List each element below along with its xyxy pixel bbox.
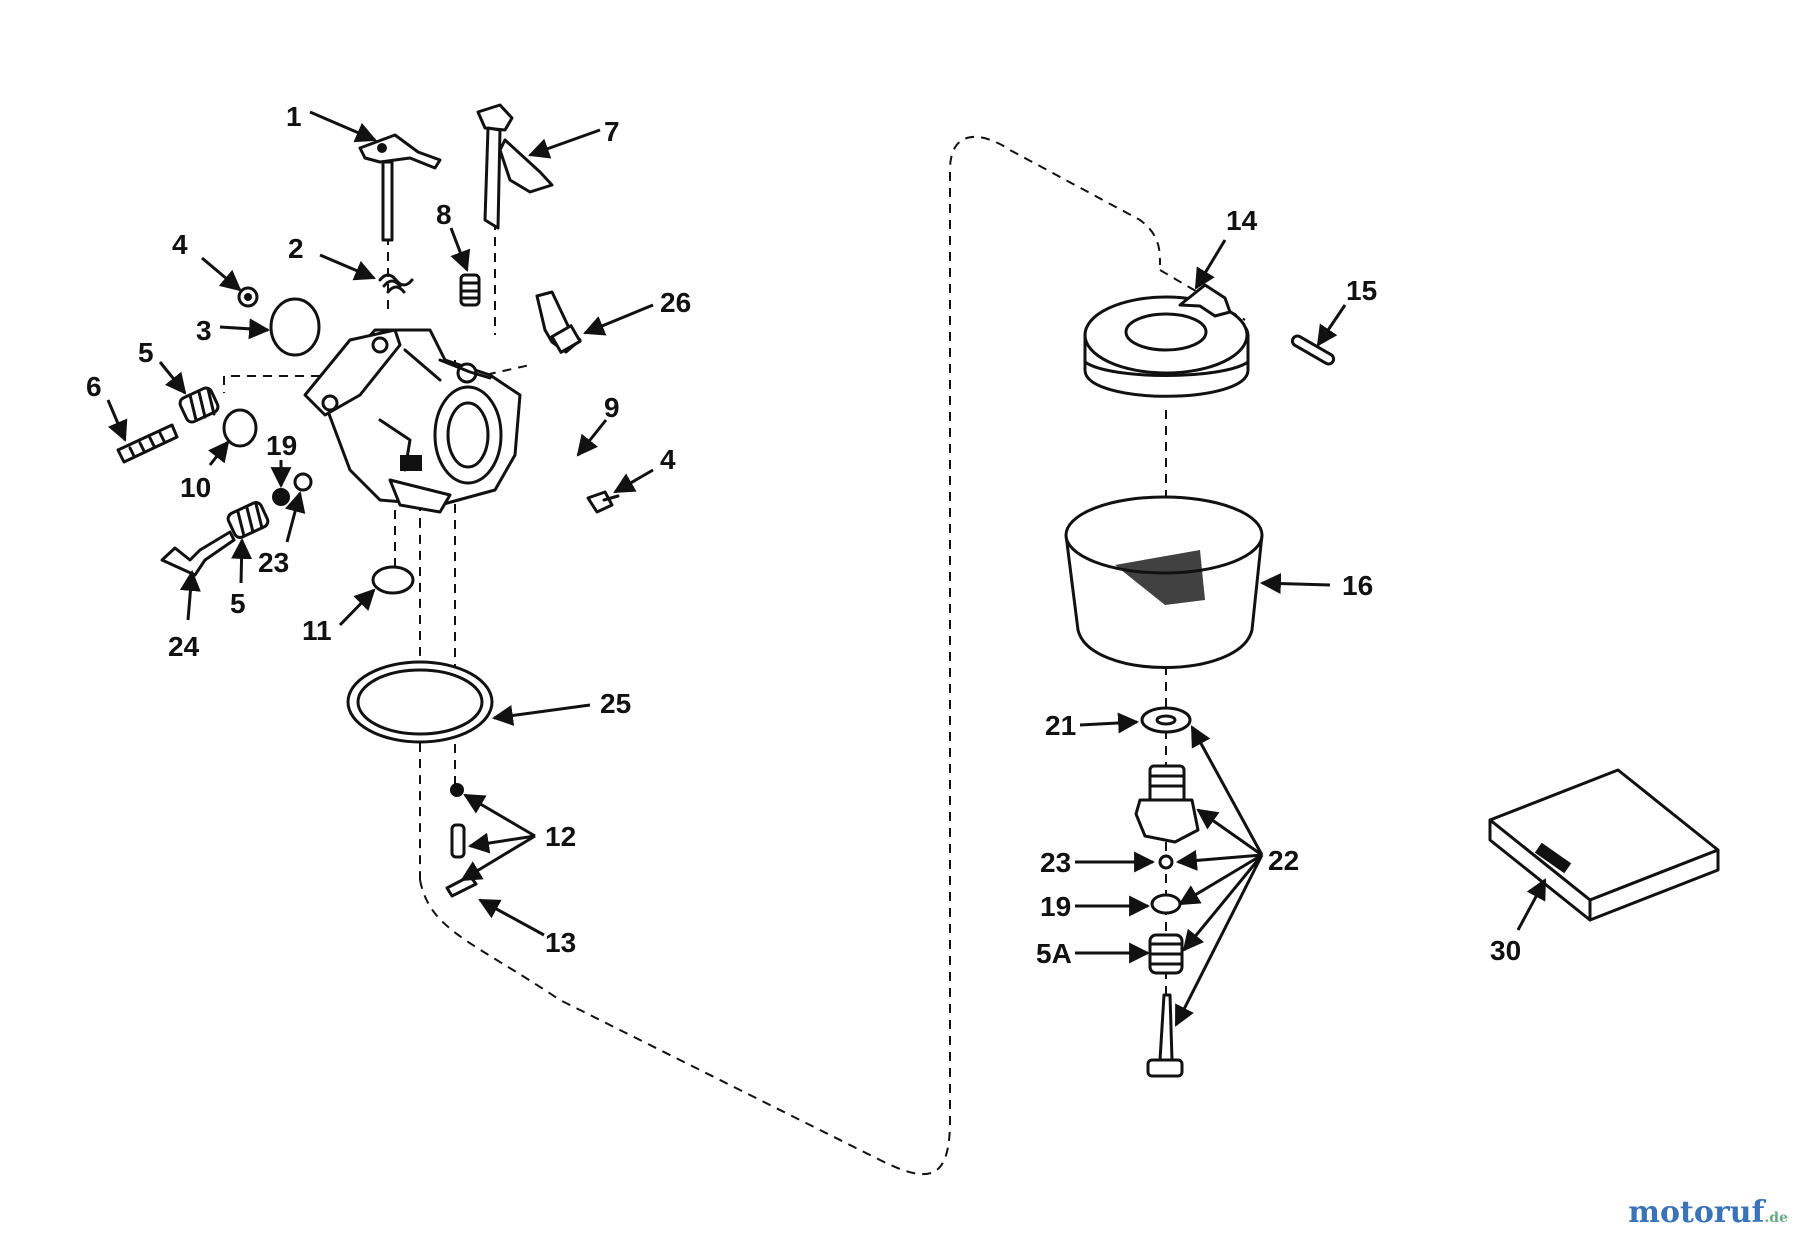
label-4-top: 4 <box>172 229 188 260</box>
label-6: 6 <box>86 371 102 402</box>
label-2: 2 <box>288 233 304 264</box>
label-30: 30 <box>1490 935 1521 966</box>
part-3-throttle-plate <box>269 297 321 357</box>
label-23-left: 23 <box>258 547 289 578</box>
part-7-choke-shaft <box>476 103 554 230</box>
part-12-inlet-needle <box>450 783 466 859</box>
part-25-bowl-gasket <box>346 660 494 744</box>
label-3: 3 <box>196 315 212 346</box>
carburetor-body <box>303 328 522 514</box>
part-19-washer <box>272 488 290 506</box>
label-24: 24 <box>168 631 200 662</box>
label-1: 1 <box>286 101 302 132</box>
label-19-left: 19 <box>266 430 297 461</box>
part-22-needle-screw <box>1146 993 1184 1078</box>
part-21-gasket <box>1140 706 1192 734</box>
part-22-main-nozzle <box>1134 764 1200 844</box>
label-5-upper: 5 <box>138 337 154 368</box>
label-23-right: 23 <box>1040 847 1071 878</box>
label-11: 11 <box>302 615 332 646</box>
dashed-boundary <box>418 136 1161 1176</box>
part-24-needle-valve <box>160 530 236 577</box>
part-5-spring-upper <box>178 386 220 424</box>
part-15-float-pin <box>1290 334 1336 366</box>
part-6-idle-screw <box>116 423 179 464</box>
part-14-float <box>1083 283 1250 398</box>
watermark-tld: .de <box>1764 1210 1788 1226</box>
label-15: 15 <box>1346 275 1377 306</box>
part-30-gasket-kit <box>1488 768 1720 922</box>
label-22: 22 <box>1268 845 1299 876</box>
label-14: 14 <box>1226 205 1258 236</box>
part-8-spring <box>459 273 481 307</box>
part-10-o-ring <box>222 408 258 448</box>
label-5a: 5A <box>1036 938 1072 969</box>
label-25: 25 <box>600 688 631 719</box>
label-16: 16 <box>1342 570 1373 601</box>
label-13: 13 <box>545 927 576 958</box>
label-5-lower: 5 <box>230 588 246 619</box>
label-7: 7 <box>604 116 620 147</box>
label-4-right: 4 <box>660 444 676 475</box>
label-12: 12 <box>545 821 576 852</box>
part-5a-spring <box>1148 933 1184 975</box>
label-9: 9 <box>604 392 620 423</box>
part-4-screw-top <box>237 286 259 308</box>
part-1-throttle-shaft <box>358 133 442 242</box>
part-26-fuel-fitting <box>535 290 582 354</box>
label-8: 8 <box>436 199 452 230</box>
part-2-spring <box>378 273 414 294</box>
watermark-brand: motoruf <box>1628 1195 1765 1230</box>
label-10: 10 <box>180 472 211 503</box>
callout-labels: 1 7 8 4 2 3 26 5 6 9 4 10 19 23 5 24 11 … <box>86 101 1521 969</box>
label-26: 26 <box>660 287 691 318</box>
leader-arrows <box>106 110 1547 1027</box>
part-23-o-ring <box>293 472 313 492</box>
part-19-washer-right <box>1150 893 1182 915</box>
part-16-float-bowl <box>1064 495 1264 669</box>
label-21: 21 <box>1045 710 1076 741</box>
label-19-right: 19 <box>1040 891 1071 922</box>
part-11-welch-plug <box>371 565 415 595</box>
part-5-spring-lower <box>226 501 270 539</box>
watermark-logo: motoruf.de <box>1628 1195 1788 1230</box>
part-23-o-ring-right <box>1158 854 1174 870</box>
part-4-screw-right <box>586 490 620 514</box>
